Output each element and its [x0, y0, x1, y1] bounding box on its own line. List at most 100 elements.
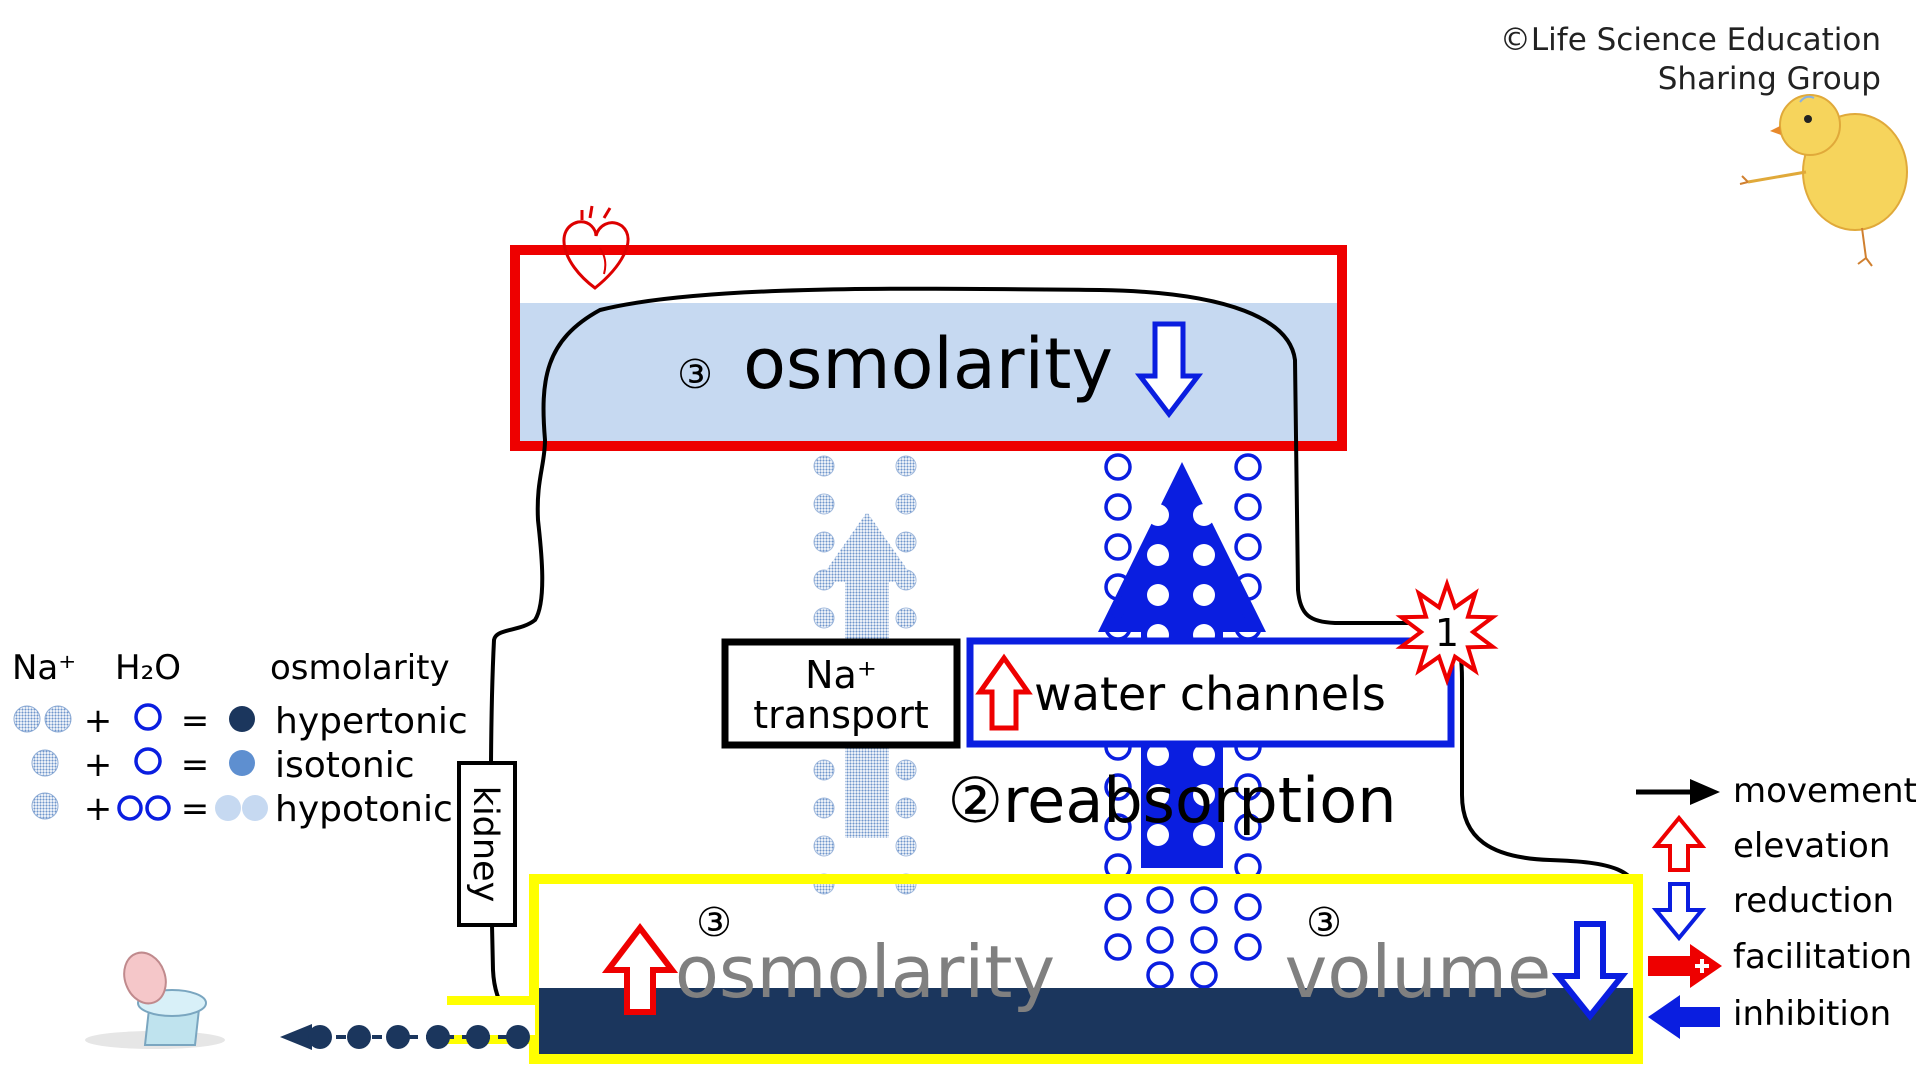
kidney-label: kidney: [465, 786, 505, 903]
urine-labels: ③ osmolarity ③ volume: [601, 900, 1629, 1021]
na-transport-line2: transport: [753, 693, 929, 737]
water-circle: [1234, 453, 1262, 481]
key-label-isotonic: isotonic: [275, 745, 415, 786]
osmolarity-key: Na⁺ H₂O osmolarity + = hypertonic + = is…: [12, 648, 468, 830]
water-dot: [1147, 824, 1169, 846]
blue-outline-down-arrow-icon: [1651, 882, 1707, 942]
urine-osmolarity-number: ③: [696, 900, 732, 946]
blood-reduction-arrow: [1134, 321, 1204, 419]
key-header-h2o: H₂O: [115, 648, 181, 688]
key-water-circle: [117, 795, 143, 821]
water-channels-label: water channels: [1034, 667, 1386, 721]
na-dot: [813, 531, 835, 553]
key-na-dot: [13, 705, 41, 733]
kidney-label-box: kidney: [457, 761, 517, 927]
legend-label-movement: movement: [1733, 771, 1917, 811]
key-isotonic-dot: [229, 750, 255, 776]
water-circle: [1190, 886, 1218, 914]
blood-frame: [510, 245, 1347, 451]
heart-icon: [562, 205, 630, 290]
water-dot: [1147, 744, 1169, 766]
water-circle: [1104, 893, 1132, 921]
water-circle: [1234, 533, 1262, 561]
legend-item-reduction: reduction: [1651, 881, 1894, 942]
water-circle: [1104, 813, 1132, 841]
water-circle: [1104, 453, 1132, 481]
copyright-line2: Sharing Group: [1658, 61, 1881, 97]
water-dot: [1147, 584, 1169, 606]
na-dot: [813, 759, 835, 781]
na-dot: [895, 759, 917, 781]
water-circle: [1146, 886, 1174, 914]
toilet-icon: [85, 951, 225, 1049]
na-transport-line1: Na⁺: [805, 653, 877, 697]
key-plus: +: [84, 789, 113, 829]
key-plus: +: [84, 745, 113, 785]
water-circle: [1146, 961, 1174, 989]
key-plus: +: [84, 701, 113, 741]
water-dot: [1193, 584, 1215, 606]
water-circle: [1234, 813, 1262, 841]
key-hypertonic-dot: [229, 706, 255, 732]
na-transport-box: Na⁺ transport: [721, 638, 961, 749]
urine-volume-number: ③: [1306, 900, 1342, 946]
key-water-circle: [134, 703, 162, 731]
key-header-na: Na⁺: [12, 648, 76, 688]
legend-label-reduction: reduction: [1733, 881, 1894, 921]
blue-left-arrow-icon: [1648, 995, 1720, 1039]
water-circle: [1104, 773, 1132, 801]
key-na-dot: [31, 792, 59, 820]
na-dot: [813, 455, 835, 477]
water-dot: [1147, 544, 1169, 566]
red-outline-up-arrow-icon: [1651, 814, 1707, 872]
urine-osmolarity-label: osmolarity: [675, 930, 1055, 1014]
water-circle: [1234, 933, 1262, 961]
water-dot: [1193, 504, 1215, 526]
excretion-arrow: [280, 1024, 530, 1050]
key-equals: =: [181, 789, 210, 829]
water-dot: [1147, 504, 1169, 526]
urine-volume-reduction-arrow: [1551, 921, 1629, 1021]
na-dot: [813, 835, 835, 857]
water-dot: [1193, 544, 1215, 566]
water-dot: [1147, 784, 1169, 806]
key-header-osm: osmolarity: [270, 648, 450, 688]
na-dot: [895, 493, 917, 515]
na-dot: [813, 607, 835, 629]
key-equals: =: [181, 745, 210, 785]
water-dot: [1193, 784, 1215, 806]
na-dot: [813, 797, 835, 819]
water-circle: [1234, 893, 1262, 921]
urine-volume-label: volume: [1285, 930, 1552, 1014]
water-circle: [1104, 533, 1132, 561]
chick-illustration: [1739, 94, 1908, 267]
key-na-dot: [44, 705, 72, 733]
water-dot: [1193, 824, 1215, 846]
na-dot: [813, 493, 835, 515]
legend-label-facilitation: facilitation: [1733, 937, 1912, 977]
water-circle: [1104, 933, 1132, 961]
legend-item-elevation: elevation: [1651, 814, 1890, 872]
blood-fill: [520, 303, 1338, 443]
water-circle: [1190, 926, 1218, 954]
water-channels-elevation-arrow: [975, 653, 1033, 731]
na-dot: [895, 797, 917, 819]
water-circle: [1234, 773, 1262, 801]
na-dot: [895, 455, 917, 477]
key-label-hypertonic: hypertonic: [275, 701, 468, 742]
na-dot: [895, 835, 917, 857]
reabsorption-label: ②reabsorption: [947, 764, 1396, 837]
key-na-dot: [31, 749, 59, 777]
urine-fill: [535, 988, 1635, 1056]
key-hypotonic-dot: [242, 795, 268, 821]
water-circle: [1234, 573, 1262, 601]
water-circle: [1190, 961, 1218, 989]
key-equals: =: [181, 701, 210, 741]
blood-osmolarity-label-group: ③ osmolarity: [677, 321, 1204, 419]
event-starburst: 1: [1395, 577, 1499, 687]
water-circle: [1234, 493, 1262, 521]
blood-osmolarity-label: osmolarity: [743, 323, 1113, 405]
legend-label-inhibition: inhibition: [1733, 994, 1891, 1034]
legend-item-movement: movement: [1636, 771, 1917, 811]
copyright-line1: ©Life Science Education: [1500, 22, 1881, 58]
